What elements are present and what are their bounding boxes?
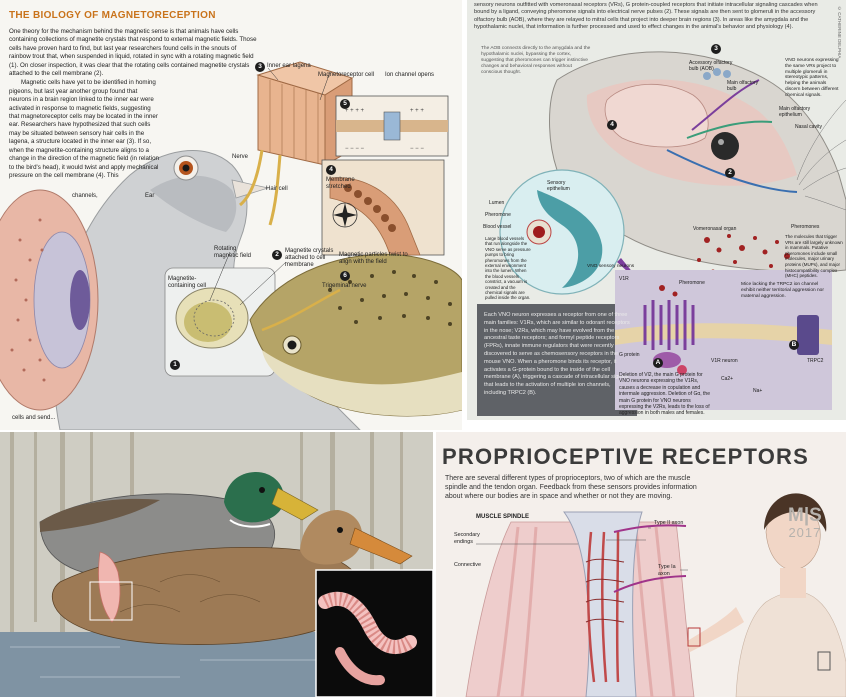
step-a-marker: A (653, 358, 663, 368)
label-calcium: Ca2+ (721, 376, 734, 382)
label-large-vessels-note: Large blood vessels that run alongside t… (485, 236, 531, 301)
proprio-title: PROPRIOCEPTIVE RECEPTORS (442, 444, 810, 469)
vno-top-text: sensory neurons outfitted with vomeronas… (474, 2, 818, 31)
step-6-marker: 6 (340, 271, 350, 281)
label-g-protein: G protein (619, 352, 640, 358)
proprioceptive-panel: PROPRIOCEPTIVE RECEPTORS There are sever… (436, 432, 846, 697)
svg-text:+ + +: + + + (410, 108, 424, 114)
magnetoreception-illustration: + + + + + + + − − − − − − − (0, 61, 462, 430)
label-ear: Ear (145, 193, 155, 199)
step-2-marker: 2 (725, 168, 735, 178)
label-nasal-cavity: Nasal cavity (795, 124, 822, 130)
label-rotating-field: Rotating magnetic field (214, 246, 252, 259)
label-deletion-note: Deletion of Vl2, the main G protein for … (619, 372, 710, 417)
duck-illustration (0, 432, 433, 697)
magneto-title: THE BIOLOGY OF MAGNETORECEPTION (9, 10, 216, 21)
svg-text:− − − −: − − − − (345, 146, 365, 152)
label-sodium: Na+ (753, 388, 763, 394)
label-magnetite-cell: Magnetite-containing cell (168, 276, 207, 289)
label-vno-sensory-neurons: VNO sensory neurons (587, 264, 635, 269)
label-v1r: V1R (619, 276, 629, 282)
vno-aob-text: The AOB connects directly to the amygdal… (481, 46, 591, 75)
label-type-ii-axon: Type II axon (654, 520, 684, 526)
step-b-marker: B (789, 340, 799, 350)
label-vomeronasal-organ: Vomeronasal organ (693, 226, 737, 232)
label-particles-twist: Magnetic particles twist to align with t… (339, 252, 408, 265)
signature-year: 2017 (788, 525, 822, 540)
vomeronasal-illustration (477, 51, 846, 416)
proprio-intro: There are several different types of pro… (445, 475, 697, 501)
step-3-marker: 3 (711, 44, 721, 54)
vomeronasal-panel: sensory neurons outfitted with vomeronas… (467, 0, 846, 420)
label-sensory-epithelium: Sensory epithelium (547, 180, 570, 192)
label-muscle-spindle: MUSCLE SPINDLE (476, 514, 530, 520)
label-vno-note: VNO neurons expressing the same VRs proj… (785, 58, 839, 98)
label-mice-note: Mice lacking the TRPC2 ion channel exhib… (741, 282, 824, 299)
label-main-olfactory-epithelium: Main olfactory epithelium (779, 106, 811, 118)
label-trigeminal-nerve: Trigeminal nerve (322, 283, 367, 289)
label-molecule-note: The molecules that trigger VRs are still… (785, 234, 843, 279)
label-nerve: Nerve (232, 154, 249, 160)
magneto-body-text: One theory for the mechanism behind the … (9, 28, 257, 181)
step-4-marker: 4 (326, 165, 336, 175)
magneto-text-tail-1: channels, (72, 193, 98, 199)
proprioceptive-illustration (465, 493, 846, 697)
label-magnetite-crystals: Magnetite crystals attached to cell memb… (285, 248, 334, 268)
label-main-olfactory-bulb: Main olfactory bulb (727, 80, 759, 92)
label-lumen: Lumen (489, 200, 505, 206)
label-type-ia-axon: Type Ia axon (658, 564, 676, 577)
svg-text:+ + + +: + + + + (345, 108, 365, 114)
artist-credit: © CATHERINE DELPHIA (837, 6, 842, 59)
step-2-marker: 2 (272, 250, 282, 260)
label-pheromone-box: Pheromone (679, 280, 705, 286)
step-5-marker: 5 (340, 99, 350, 109)
magneto-paragraph-1: One theory for the mechanism behind the … (9, 28, 257, 78)
artist-signature: M|S 2017 (788, 505, 822, 541)
label-trpc2: TRPC2 (807, 358, 824, 364)
label-hair-cell: Hair cell (266, 186, 288, 192)
label-aob: Accessory olfactory bulb (AOB) (689, 60, 733, 72)
label-v1r-neuron: V1R neuron (711, 358, 738, 364)
magnetoreception-panel: + + + + + + + − − − − − − − (0, 0, 462, 430)
step-4-marker: 4 (607, 120, 617, 130)
vno-receptor-text: Each VNO neuron expresses a receptor fro… (484, 312, 630, 396)
magneto-paragraph-2: Magnetic cells have yet to be identified… (9, 79, 159, 179)
magneto-text-tail-2: cells and send... (12, 415, 56, 421)
label-ion-channel-opens: Ion channel opens (385, 72, 435, 78)
label-membrane-stretched: Membrane stretched (326, 177, 355, 190)
label-connective: Connective (454, 562, 481, 568)
step-3-marker: 3 (255, 62, 265, 72)
label-secondary-endings: Secondary endings (454, 532, 480, 545)
duck-panel (0, 432, 433, 697)
label-pheromone: Pheromone (485, 212, 511, 218)
label-inner-ear-lagena: Inner ear lagena (267, 63, 311, 69)
svg-text:− − −: − − − (410, 146, 424, 152)
label-magnetoreceptor-cell: Magnetoreceptor cell (318, 72, 375, 78)
signature-initials: M|S (788, 505, 822, 526)
label-pheromones: Pheromones (791, 224, 820, 230)
label-blood-vessel: Blood vessel (483, 224, 512, 230)
step-1-marker: 1 (170, 360, 180, 370)
